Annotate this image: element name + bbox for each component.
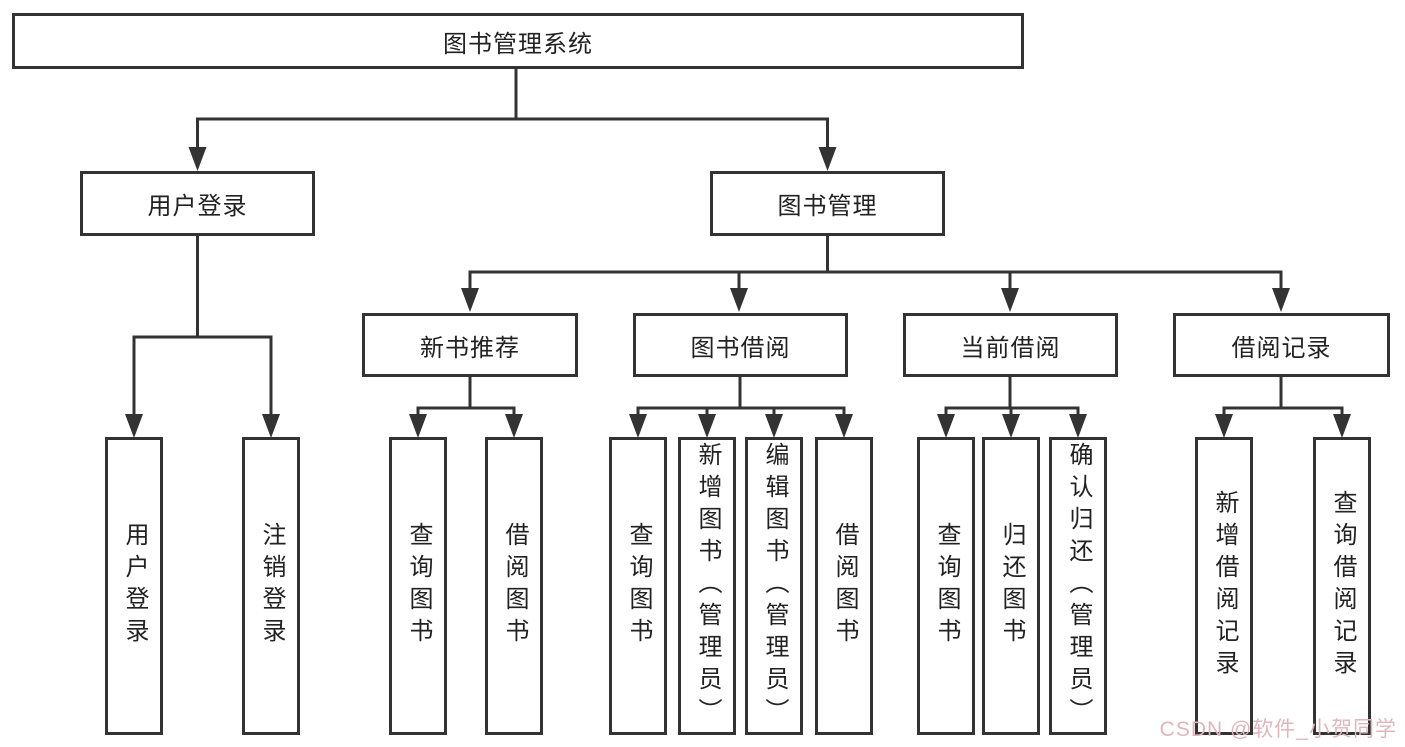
leaf-newbook-query: 查询图书 xyxy=(389,437,447,735)
arrowhead xyxy=(461,288,479,312)
leaf-newbook-borrow: 借阅图书 xyxy=(485,437,543,735)
arrowhead xyxy=(262,414,280,438)
connector-book-borrow-to-leaves xyxy=(636,377,846,416)
leaf-borrow-book-label: 借阅图书 xyxy=(831,522,858,650)
node-book-management-label: 图书管理 xyxy=(777,193,878,220)
arrowhead xyxy=(188,147,207,171)
arrowhead xyxy=(629,414,647,438)
arrowhead xyxy=(937,414,955,438)
arrowhead xyxy=(765,414,783,438)
leaf-current-confirm-return-admin-label: 确认归还（管理员） xyxy=(1065,442,1092,730)
arrowhead xyxy=(1333,414,1351,438)
leaf-records-query: 查询借阅记录 xyxy=(1313,437,1371,735)
arrowhead xyxy=(1215,414,1233,438)
leaf-current-query-label: 查询图书 xyxy=(933,522,960,650)
leaf-current-return: 归还图书 xyxy=(982,437,1040,735)
node-root: 图书管理系统 xyxy=(12,13,1024,69)
leaf-current-confirm-return-admin: 确认归还（管理员） xyxy=(1049,437,1107,735)
node-user-login: 用户登录 xyxy=(80,171,315,236)
leaf-newbook-query-label: 查询图书 xyxy=(405,522,432,650)
arrowhead xyxy=(835,414,853,438)
node-book-management: 图书管理 xyxy=(710,171,945,236)
connector-book-mgmt-to-level3 xyxy=(468,236,1283,290)
connector-new-book-to-leaves xyxy=(416,377,516,416)
arrowhead xyxy=(409,414,427,438)
leaf-borrow-book: 借阅图书 xyxy=(815,437,873,735)
arrowhead xyxy=(730,288,748,312)
leaf-borrow-edit-admin: 编辑图书（管理员） xyxy=(745,437,803,735)
leaf-borrow-query-label: 查询图书 xyxy=(625,522,652,650)
arrowhead xyxy=(1272,288,1290,312)
arrowhead xyxy=(1002,414,1020,438)
connector-root-to-level2 xyxy=(196,69,829,150)
leaf-newbook-borrow-label: 借阅图书 xyxy=(501,522,528,650)
arrowhead xyxy=(125,414,143,438)
connector-borrow-records-to-leaves xyxy=(1222,377,1344,416)
leaf-current-query: 查询图书 xyxy=(917,437,975,735)
connector-user-login-to-leaves xyxy=(132,236,273,416)
leaf-borrow-query: 查询图书 xyxy=(609,437,667,735)
node-new-book-recommend-label: 新书推荐 xyxy=(420,334,520,362)
csdn-watermark: CSDN @软件_小贺同学 xyxy=(1159,718,1397,741)
node-current-borrow: 当前借阅 xyxy=(903,313,1118,377)
leaf-borrow-edit-admin-label: 编辑图书（管理员） xyxy=(761,442,788,730)
leaf-records-add: 新增借阅记录 xyxy=(1195,437,1253,735)
node-user-login-label: 用户登录 xyxy=(147,193,248,220)
arrowhead xyxy=(1001,288,1019,312)
arrowhead xyxy=(1069,414,1087,438)
node-borrow-records: 借阅记录 xyxy=(1173,313,1390,377)
arrowhead xyxy=(698,414,716,438)
node-current-borrow-label: 当前借阅 xyxy=(960,334,1061,362)
arrowhead xyxy=(818,147,837,171)
node-book-borrow: 图书借阅 xyxy=(633,313,848,377)
leaf-records-query-label: 查询借阅记录 xyxy=(1329,490,1356,682)
leaf-current-return-label: 归还图书 xyxy=(998,522,1025,650)
node-book-borrow-label: 图书借阅 xyxy=(690,334,791,362)
leaf-records-add-label: 新增借阅记录 xyxy=(1211,490,1238,682)
leaf-user-login: 用户登录 xyxy=(105,437,163,735)
node-root-label: 图书管理系统 xyxy=(443,30,593,58)
arrowhead xyxy=(505,414,523,438)
leaf-logout: 注销登录 xyxy=(242,437,300,735)
leaf-borrow-add-admin: 新增图书（管理员） xyxy=(678,437,736,735)
node-new-book-recommend: 新书推荐 xyxy=(362,313,578,377)
leaf-borrow-add-admin-label: 新增图书（管理员） xyxy=(694,442,721,730)
node-borrow-records-label: 借阅记录 xyxy=(1231,334,1332,362)
leaf-user-login-label: 用户登录 xyxy=(121,522,148,650)
leaf-logout-label: 注销登录 xyxy=(258,522,285,650)
connector-current-borrow-to-leaves xyxy=(944,377,1080,416)
